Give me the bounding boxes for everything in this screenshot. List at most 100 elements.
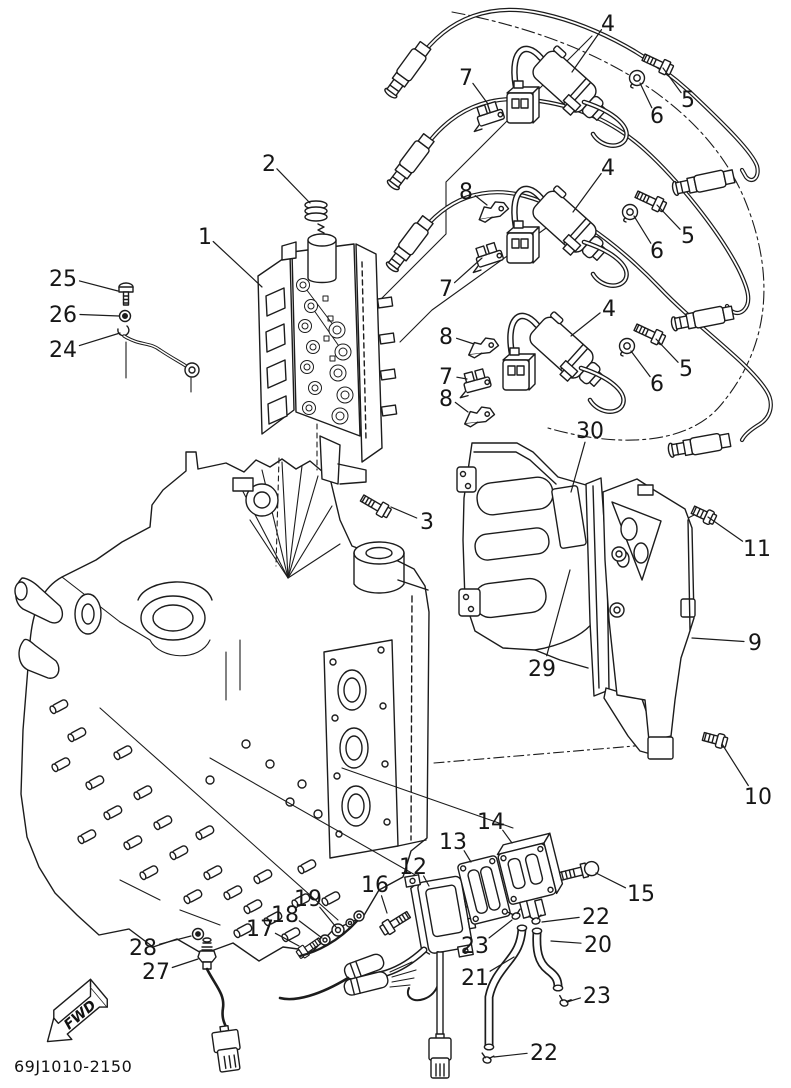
fwd-arrow: FWD: [46, 978, 108, 1043]
callout-leader-4-12: [570, 312, 601, 337]
callout-leader-9-20: [691, 637, 745, 643]
callout-leader-7-11: [453, 257, 483, 284]
callout-22-33: 22: [582, 905, 610, 930]
bolt-25: [118, 282, 134, 306]
callout-21-32: 21: [461, 966, 489, 991]
callout-leader-14-25: [502, 829, 513, 844]
callout-leader-13-24: [463, 850, 472, 863]
callout-3-2: 3: [420, 510, 434, 535]
apron-front-panel: [602, 478, 696, 760]
callout-leader-5-4: [662, 67, 682, 94]
callout-leader-17-28: [274, 932, 300, 947]
hose-21: [483, 924, 528, 1051]
ground-lead-24: [117, 325, 200, 378]
lower-electrical-parts: [191, 832, 600, 1079]
callout-leader-22-33: [541, 916, 580, 923]
callout-8-10: 8: [459, 180, 473, 205]
callout-1-0: 1: [198, 225, 212, 250]
apron-rear-panel: [456, 442, 668, 759]
spark-plug-boot: [383, 213, 436, 275]
spark-plug-boot: [384, 131, 437, 193]
callout-leader-23-35: [566, 997, 582, 1003]
wire-clamp-8: [465, 335, 501, 360]
callout-leader-29-19: [546, 569, 571, 657]
callout-2-1: 2: [262, 152, 276, 177]
callout-leader-22-36: [493, 1052, 528, 1058]
callout-11-22: 11: [743, 537, 771, 562]
callout-leader-6-5: [639, 82, 653, 109]
rectifier-connector: [428, 1033, 452, 1079]
hose-clip-23: [507, 907, 524, 922]
callout-leader-26-39: [79, 313, 120, 317]
callout-24-37: 24: [49, 338, 77, 363]
spark-plug-boot: [666, 430, 732, 460]
callout-20-31: 20: [584, 933, 612, 958]
callout-leader-18-29: [298, 920, 323, 939]
callout-8-15: 8: [439, 325, 453, 350]
callout-leader-5-13: [655, 338, 679, 363]
callout-leader-3-2: [390, 506, 418, 519]
callout-5-8: 5: [681, 224, 695, 249]
ignition-coil-section: [381, 7, 773, 460]
callout-6-14: 6: [650, 372, 664, 397]
callout-leader-23-34: [488, 919, 513, 939]
callout-10-21: 10: [744, 785, 772, 810]
bracket-terminal-bosses: [296, 278, 354, 425]
washer-18: [319, 934, 331, 946]
callout-leader-4-7: [572, 172, 602, 213]
coil-washer-6: [621, 203, 639, 223]
callout-12-23: 12: [399, 855, 427, 880]
bracket-screw-3: [357, 491, 394, 521]
screw-15: [558, 860, 600, 881]
callout-29-19: 29: [528, 657, 556, 682]
hose-clip-22: [479, 1052, 495, 1065]
callout-leader-8-15: [456, 337, 475, 345]
wire-clamp-7: [453, 367, 493, 399]
callout-7-11: 7: [439, 277, 453, 302]
callout-8-17: 8: [439, 387, 453, 412]
callout-leader-7-16: [456, 376, 468, 380]
coil-screw-5: [631, 320, 668, 348]
ring-terminal: [298, 910, 365, 958]
callout-23-35: 23: [583, 984, 611, 1009]
callout-leader-15-26: [595, 872, 627, 889]
coil-screw-5: [639, 50, 676, 78]
callout-leader-21-32: [489, 956, 515, 972]
thermo-switch-27: [197, 937, 241, 1073]
callout-17-28: 17: [246, 917, 274, 942]
callout-19-30: 19: [294, 887, 322, 912]
hose-clip-22: [528, 913, 544, 926]
callout-4-7: 4: [601, 156, 615, 181]
nut-26: [118, 309, 132, 323]
grommet: [304, 200, 328, 234]
ignition-coil: [502, 309, 626, 414]
cover-14: [496, 832, 564, 919]
callout-5-4: 5: [681, 88, 695, 113]
spark-plug-wires: [415, 7, 773, 443]
coil-washer-6: [628, 69, 646, 89]
apron-screw-11: [689, 502, 719, 527]
callout-16-27: 16: [361, 873, 389, 898]
callout-4-12: 4: [602, 297, 616, 322]
wire-clamp-7: [465, 240, 506, 274]
coil-screw-5: [632, 187, 669, 215]
callout-4-3: 4: [601, 12, 615, 37]
callout-leader-20-31: [550, 940, 582, 944]
callout-leader-2-1: [276, 168, 311, 204]
callout-6-9: 6: [650, 239, 664, 264]
callout-14-25: 14: [477, 810, 505, 835]
callout-30-18: 30: [576, 419, 604, 444]
callout-leader-6-14: [630, 350, 651, 378]
apron-covers: [456, 442, 730, 760]
callout-leader-16-27: [380, 895, 388, 914]
callout-leader-24-37: [78, 332, 121, 347]
callout-27-40: 27: [142, 960, 170, 985]
callout-18-29: 18: [271, 903, 299, 928]
apron-label-plate: [551, 485, 587, 549]
callout-leader-25-38: [78, 280, 119, 292]
callout-leader-12-23: [423, 875, 430, 887]
wire-clamp-8: [475, 198, 512, 225]
callout-leader-5-8: [656, 204, 681, 230]
